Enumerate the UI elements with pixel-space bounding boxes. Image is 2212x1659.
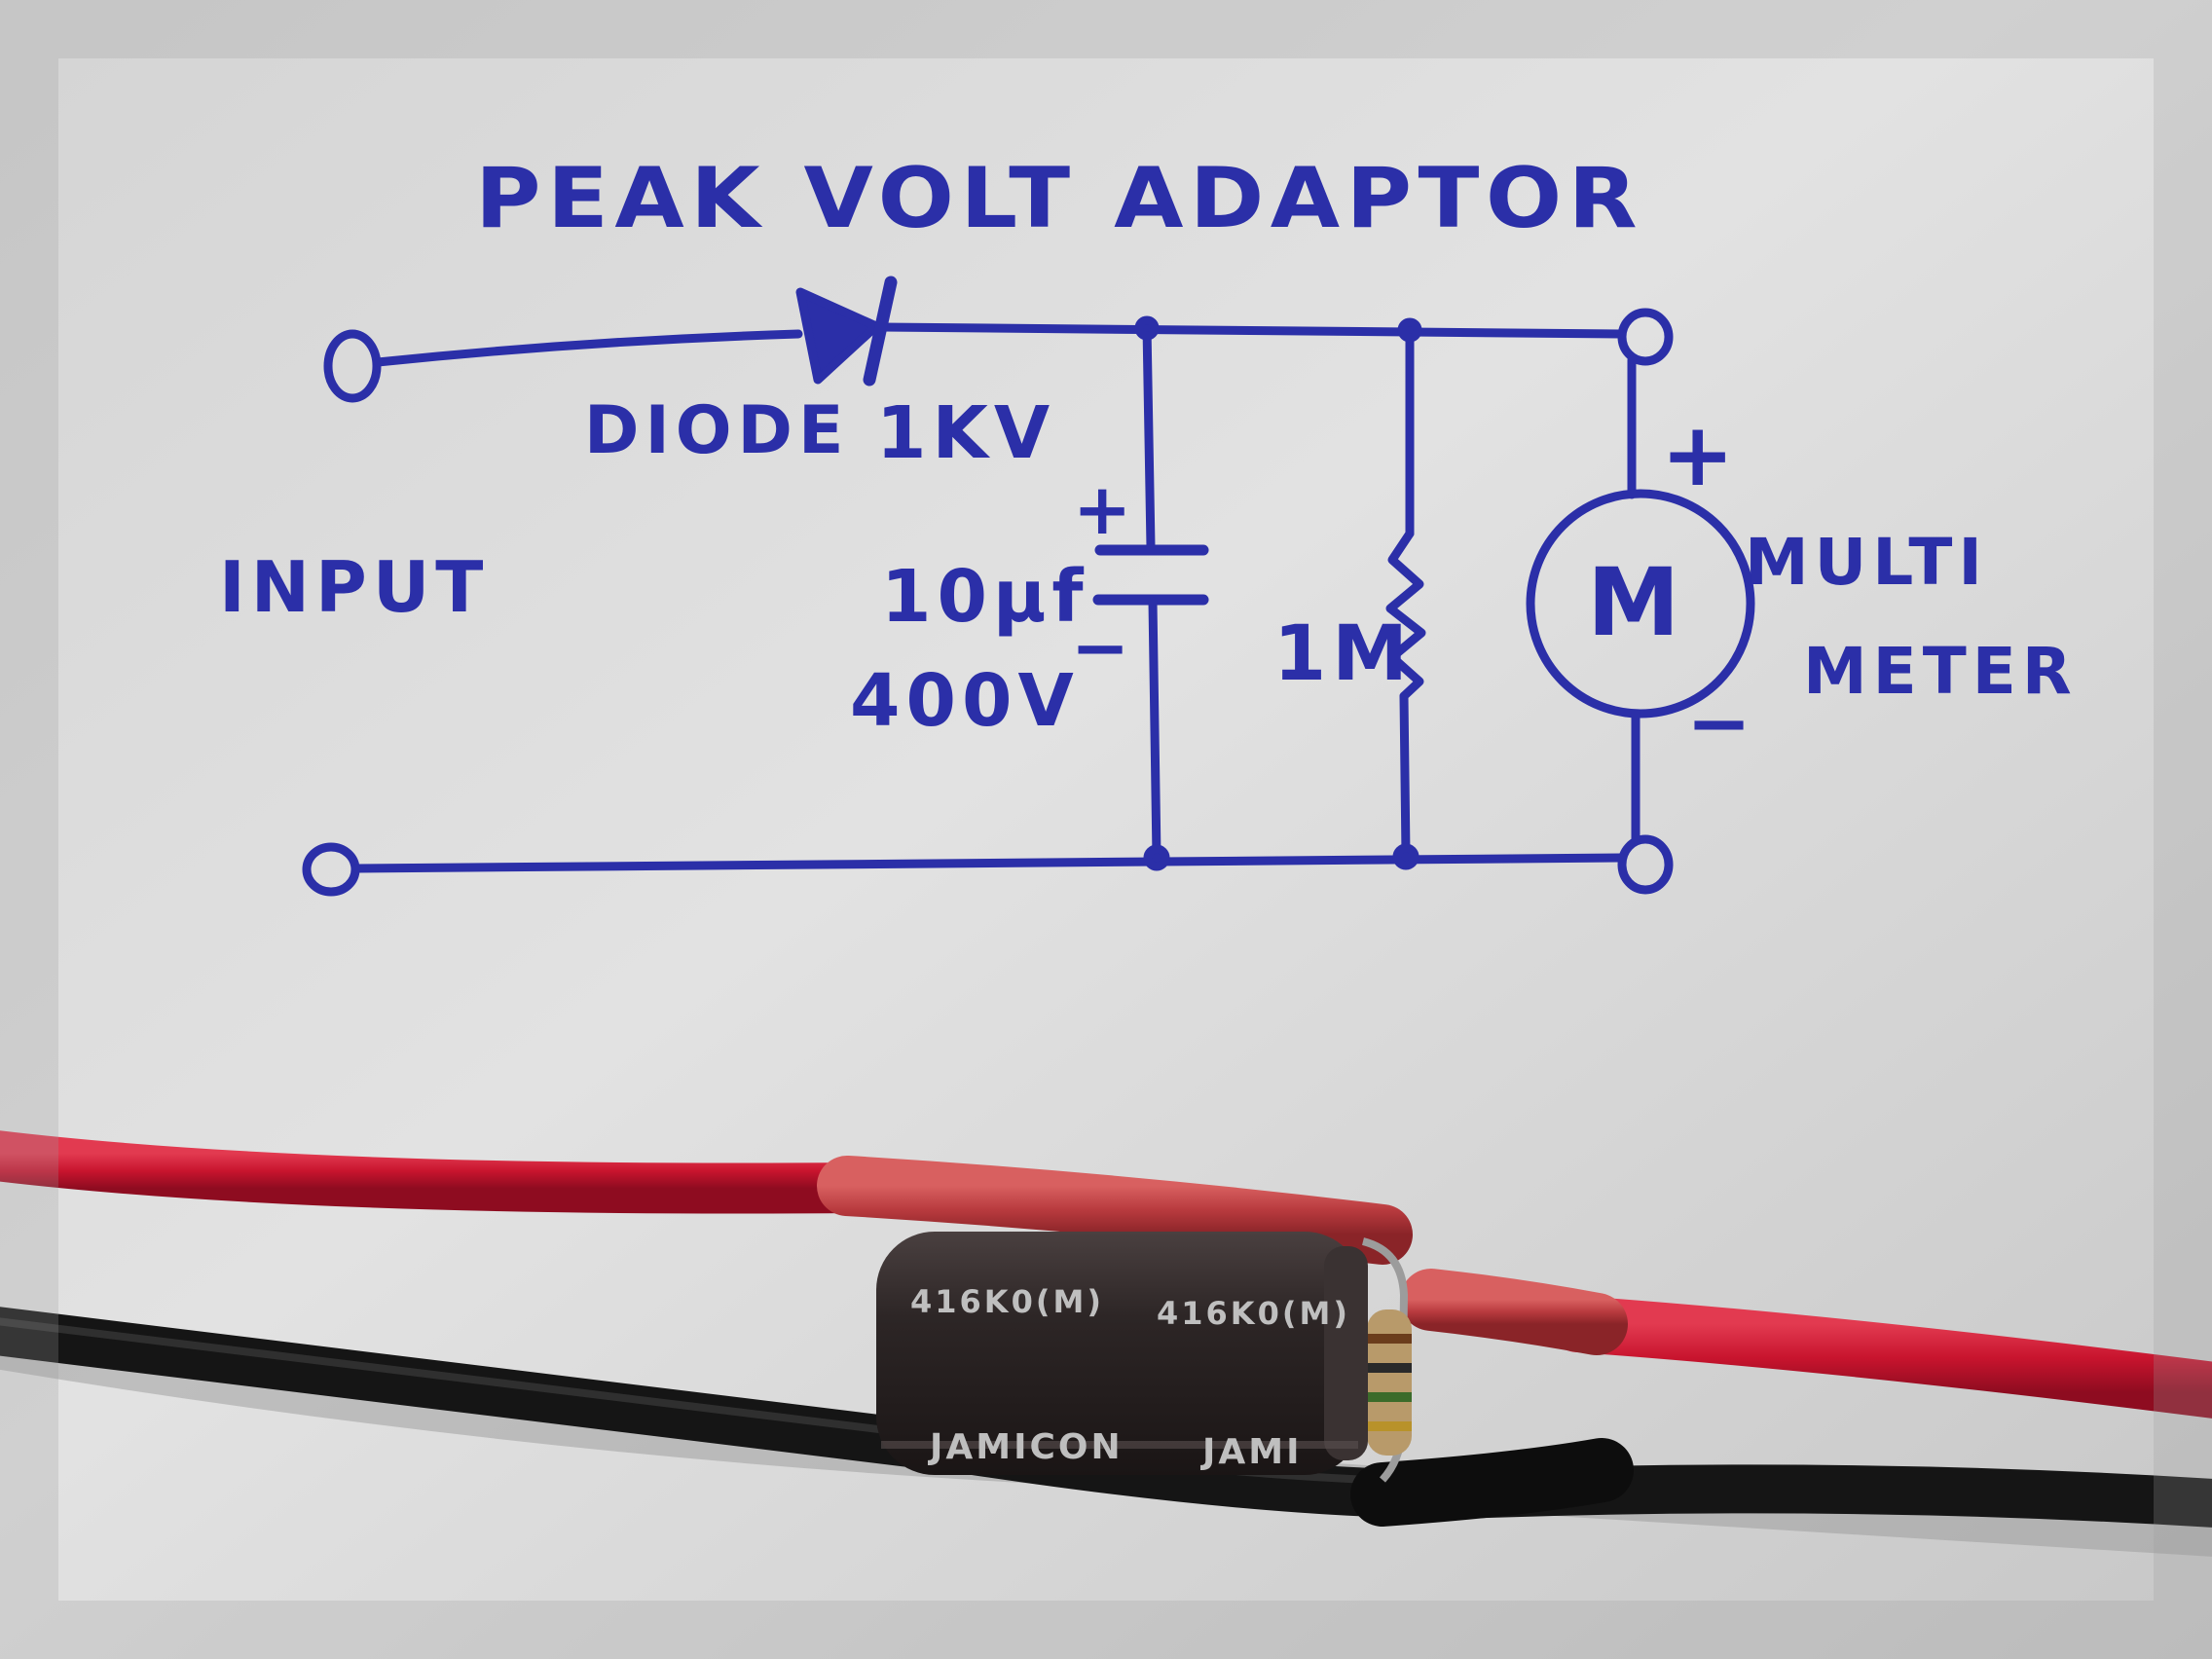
capacitor-component: 416K0(M) 416K0(M) JAMICON JAMI xyxy=(876,1232,1368,1475)
capacitor-plus-sign: + xyxy=(1073,468,1137,550)
resistor-symbol xyxy=(1385,317,1426,870)
black-wire xyxy=(0,1307,2212,1528)
red-wire-right xyxy=(1549,1296,2212,1419)
physical-components: 416K0(M) 416K0(M) JAMICON JAMI xyxy=(0,1130,2212,1557)
top-wire-output xyxy=(876,322,1627,339)
red-heat-shrink-right xyxy=(1400,1269,1628,1355)
circuit-diagram xyxy=(302,276,1755,897)
meter-label-line2: METER xyxy=(1803,634,2078,709)
capacitor-print-2: 416K0(M) xyxy=(1157,1295,1350,1332)
top-wire-input xyxy=(373,329,803,367)
output-terminal-bottom xyxy=(1617,834,1674,895)
meter-minus-sign: − xyxy=(1686,678,1757,768)
red-wire-left xyxy=(0,1130,882,1214)
capacitor-brand-1: JAMICON xyxy=(927,1427,1124,1467)
multimeter-symbol xyxy=(1526,355,1755,844)
diode-rating-label: 1KV xyxy=(876,391,1055,475)
meter-plus-sign: + xyxy=(1661,404,1740,506)
diode-label: DIODE xyxy=(584,392,849,469)
capacitor-value-label: 10µf xyxy=(881,555,1089,639)
diagram-title: PEAK VOLT ADAPTOR xyxy=(475,150,1643,247)
input-label: INPUT xyxy=(219,546,489,628)
capacitor-print-1: 416K0(M) xyxy=(910,1283,1104,1320)
black-heat-shrink xyxy=(1350,1438,1634,1527)
meter-label-line1: MULTI xyxy=(1745,525,1988,600)
capacitor-symbol xyxy=(1092,315,1209,871)
resistor-component xyxy=(1367,1309,1412,1456)
diode-symbol xyxy=(795,276,898,387)
capacitor-brand-2: JAMI xyxy=(1199,1432,1302,1472)
meter-symbol-letter: M xyxy=(1587,548,1686,657)
capacitor-minus-sign: − xyxy=(1071,607,1135,688)
resistor-value-label: 1M xyxy=(1273,610,1414,698)
red-heat-shrink-left xyxy=(817,1156,1413,1265)
capacitor-voltage-label: 400V xyxy=(850,659,1080,743)
